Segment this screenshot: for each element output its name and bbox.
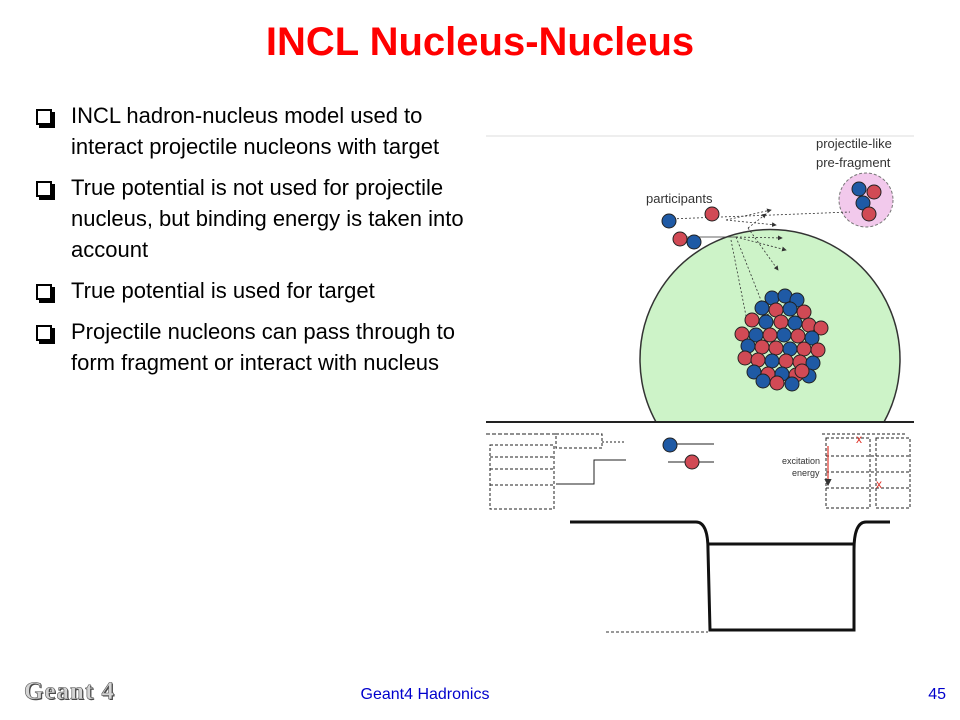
bullet-text: INCL hadron-nucleus model used to intera… (71, 103, 440, 159)
neutron (851, 181, 867, 197)
checkbox-bullet-icon (36, 181, 52, 197)
logo-text: Geant 4 (24, 678, 116, 706)
bullet-item: True potential is used for target (34, 275, 484, 306)
checkbox-bullet-icon (36, 284, 52, 300)
bullet-text: True potential is not used for projectil… (71, 175, 464, 262)
bullet-item: Projectile nucleons can pass through to … (34, 316, 484, 378)
participants-label: participants (646, 191, 713, 206)
bullet-list: INCL hadron-nucleus model used to intera… (34, 100, 484, 388)
neutron (662, 437, 678, 453)
bullet-text: Projectile nucleons can pass through to … (71, 319, 456, 375)
geant4-logo: Geant 4 Geant 4 (24, 678, 117, 706)
cross-mark-top: x (856, 432, 862, 446)
cross-mark-bottom: x (876, 477, 882, 491)
slide-title: INCL Nucleus-Nucleus (265, 20, 695, 64)
checkbox-bullet-icon (36, 109, 52, 125)
checkbox-bullet-icon (36, 325, 52, 341)
proton (861, 206, 877, 222)
neutron (686, 234, 702, 250)
bullet-item: INCL hadron-nucleus model used to intera… (34, 100, 484, 162)
page-number: 45 (928, 686, 946, 703)
neutron (661, 213, 677, 229)
potential-well (570, 520, 890, 632)
nucleon-cluster (734, 288, 829, 392)
energy-label: energy (792, 468, 820, 478)
excitation-label: excitation (782, 456, 820, 466)
proton (672, 231, 688, 247)
proton (866, 184, 882, 200)
bullet-text: True potential is used for target (71, 278, 375, 303)
pre-fragment-label: pre-fragment (816, 155, 891, 170)
proton (704, 206, 720, 222)
proton (684, 454, 700, 470)
bullet-item: True potential is not used for projectil… (34, 172, 484, 265)
projectile-like-label: projectile-like (816, 136, 892, 151)
footer-title: Geant4 Hadronics (360, 686, 490, 703)
incl-diagram: projectile-like pre-fragment participant… (486, 135, 914, 633)
